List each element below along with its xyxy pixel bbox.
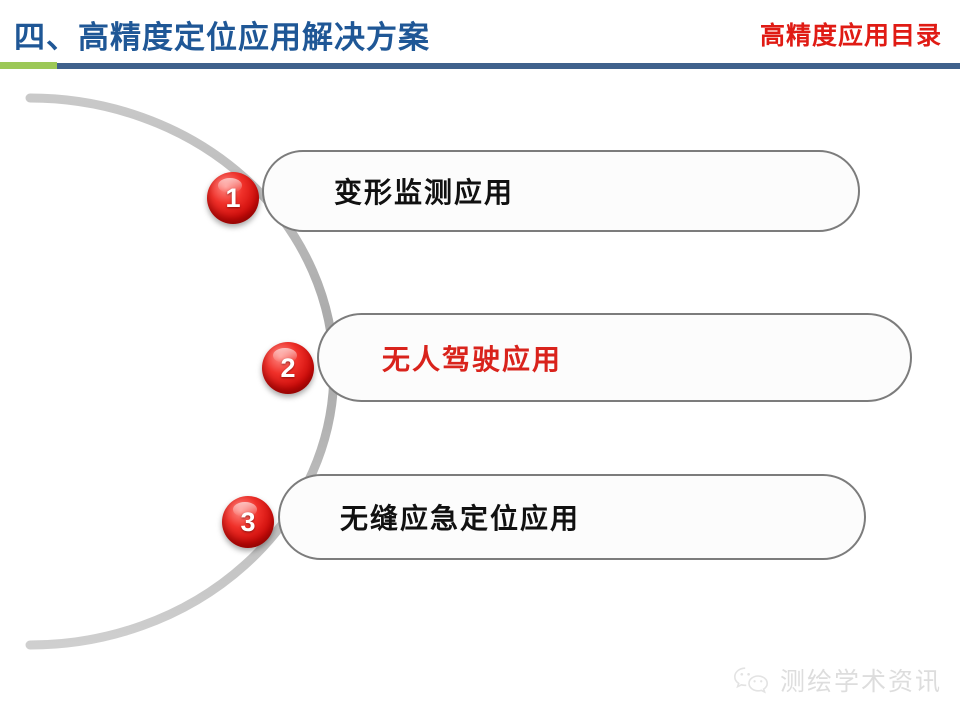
header-divider — [0, 62, 960, 69]
wechat-icon — [733, 667, 768, 694]
agenda-pill-2[interactable]: 无人驾驶应用 — [317, 313, 912, 402]
agenda-pill-1[interactable]: 变形监测应用 — [262, 150, 860, 232]
slide-header: 四、高精度定位应用解决方案 高精度应用目录 — [0, 0, 960, 69]
agenda-label-1: 变形监测应用 — [334, 177, 515, 208]
agenda-number-3: 3 — [240, 506, 256, 537]
watermark-text: 测绘学术资讯 — [779, 668, 942, 696]
divider-accent-blue — [57, 63, 960, 69]
page-title: 四、高精度定位应用解决方案 — [14, 20, 430, 55]
agenda-diagram: 变形监测应用 1 无人驾驶应用 2 无缝应急定位应用 3 — [0, 68, 960, 720]
agenda-badge-3[interactable]: 3 — [222, 496, 274, 548]
agenda-number-2: 2 — [280, 352, 296, 383]
agenda-badge-2[interactable]: 2 — [262, 342, 314, 394]
catalog-title: 高精度应用目录 — [759, 22, 942, 50]
agenda-pill-3[interactable]: 无缝应急定位应用 — [278, 474, 866, 560]
agenda-label-2: 无人驾驶应用 — [382, 343, 563, 375]
agenda-label-3: 无缝应急定位应用 — [340, 503, 581, 534]
agenda-badge-1[interactable]: 1 — [207, 172, 259, 224]
agenda-number-1: 1 — [225, 182, 241, 213]
divider-accent-green — [0, 62, 57, 69]
watermark: 测绘学术资讯 — [732, 662, 942, 698]
